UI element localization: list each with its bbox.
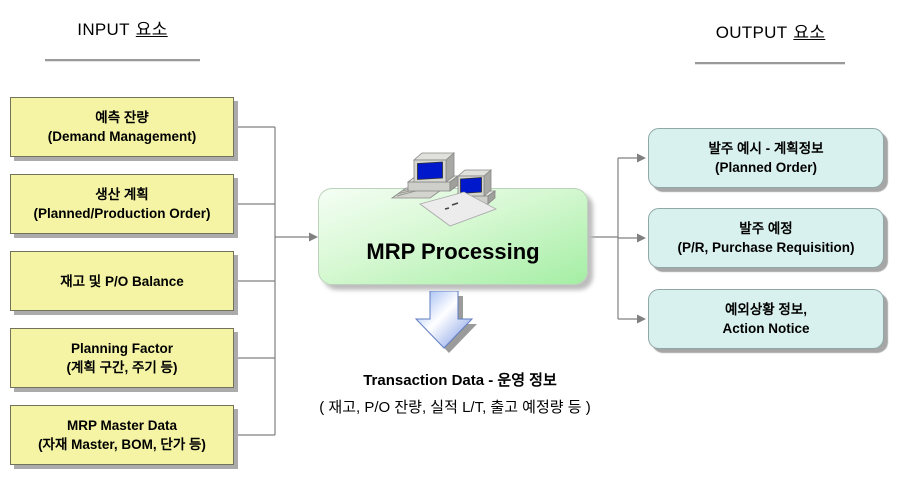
box-label-line2: (Demand Management) — [47, 129, 197, 144]
output-box-action-notice: 예외상황 정보, Action Notice — [648, 289, 884, 349]
arrowhead-into-process — [309, 232, 318, 242]
computer-monitor-icon — [452, 169, 497, 205]
input-box-mrp-master-data: MRP Master Data (자재 Master, BOM, 단가 등) — [10, 405, 234, 465]
transaction-data-title: Transaction Data - 운영 정보 — [363, 372, 557, 389]
output-title-underlined-text: 요소 — [793, 23, 826, 42]
arrowhead-output-1 — [637, 153, 646, 163]
input-title-text: INPUT — [77, 20, 130, 39]
box-label-line1: 생산 계획 — [95, 187, 149, 202]
box-label-line1: 발주 예시 - 계획정보 — [708, 141, 824, 156]
box-label-line1: Planning Factor — [70, 341, 173, 356]
box-label-line2: (자재 Master, BOM, 단가 등) — [38, 437, 206, 452]
input-box-inventory-po-balance: 재고 및 P/O Balance — [10, 251, 234, 311]
mrp-processing-label: MRP Processing — [366, 239, 540, 264]
output-section-title: OUTPUT 요소 — [678, 18, 863, 43]
box-label-line1: 재고 및 P/O Balance — [60, 273, 184, 289]
computer-workstations-icon — [390, 152, 497, 227]
paper-sheet-icon — [419, 191, 497, 227]
arrowhead-output-3 — [637, 314, 646, 324]
box-label-line1: MRP Master Data — [66, 418, 178, 433]
output-box-purchase-requisition: 발주 예정 (P/R, Purchase Requisition) — [648, 208, 884, 268]
output-header-rule — [695, 62, 845, 65]
box-label-line1: 예측 잔량 — [95, 110, 149, 125]
input-box-planning-factor: Planning Factor (계획 구간, 주기 등) — [10, 328, 234, 388]
box-label-line1: 발주 예정 — [739, 221, 793, 236]
box-label-line2: Action Notice — [722, 321, 810, 336]
arrowhead-output-2 — [637, 233, 646, 243]
box-label-line2: (P/R, Purchase Requisition) — [677, 240, 855, 255]
box-label-line2: (계획 구간, 주기 등) — [66, 360, 178, 375]
input-box-production-plan: 생산 계획 (Planned/Production Order) — [10, 174, 234, 234]
box-label-line1: 예외상황 정보, — [724, 302, 808, 317]
down-arrow-icon — [414, 291, 477, 353]
output-box-planned-order: 발주 예시 - 계획정보 (Planned Order) — [648, 128, 884, 188]
input-section-title: INPUT 요소 — [30, 15, 215, 40]
box-label-line2: (Planned/Production Order) — [33, 206, 211, 221]
output-title-text: OUTPUT — [715, 23, 788, 42]
computer-monitor-icon — [406, 152, 460, 192]
transaction-data-detail: ( 재고, P/O 잔량, 실적 L/T, 출고 예정량 등 ) — [319, 399, 591, 416]
input-title-underlined-text: 요소 — [135, 20, 168, 39]
input-box-demand-management: 예측 잔량 (Demand Management) — [10, 97, 234, 157]
box-label-line2: (Planned Order) — [714, 160, 817, 175]
input-header-rule — [45, 59, 200, 62]
